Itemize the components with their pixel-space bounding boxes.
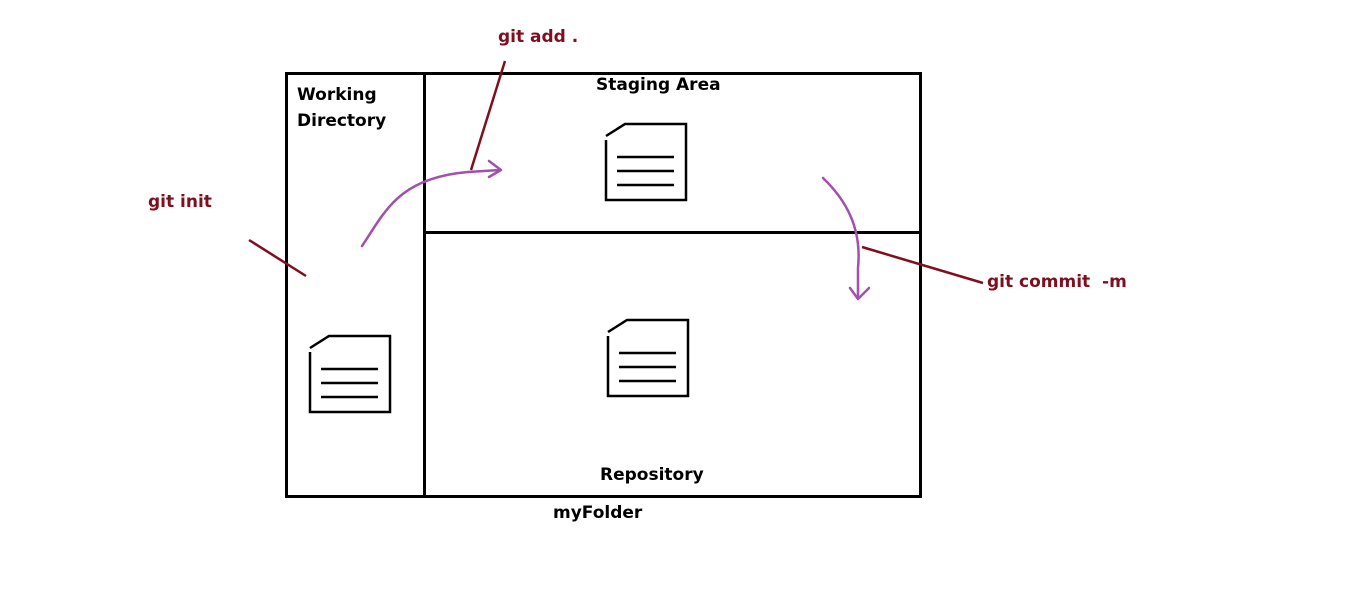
git-commit-command: git commit -m (987, 272, 1127, 292)
commit-arrow (821, 176, 871, 301)
git-init-pointer (248, 238, 307, 278)
staged-file-document-icon (604, 122, 688, 202)
working-file-document-icon (308, 334, 392, 414)
git-add-command: git add . (498, 27, 579, 47)
git-add-pointer (469, 60, 507, 171)
working-directory-label-line2: Directory (297, 111, 387, 131)
staging-area-label: Staging Area (596, 75, 721, 95)
my-folder-box (285, 72, 922, 498)
folder-label: myFolder (553, 503, 643, 523)
add-arrow (360, 159, 503, 248)
repository-label: Repository (600, 465, 704, 485)
git-commit-pointer (861, 245, 984, 285)
working-directory-label-line1: Working (297, 85, 377, 105)
committed-file-document-icon (606, 318, 690, 398)
git-init-command: git init (148, 192, 212, 212)
